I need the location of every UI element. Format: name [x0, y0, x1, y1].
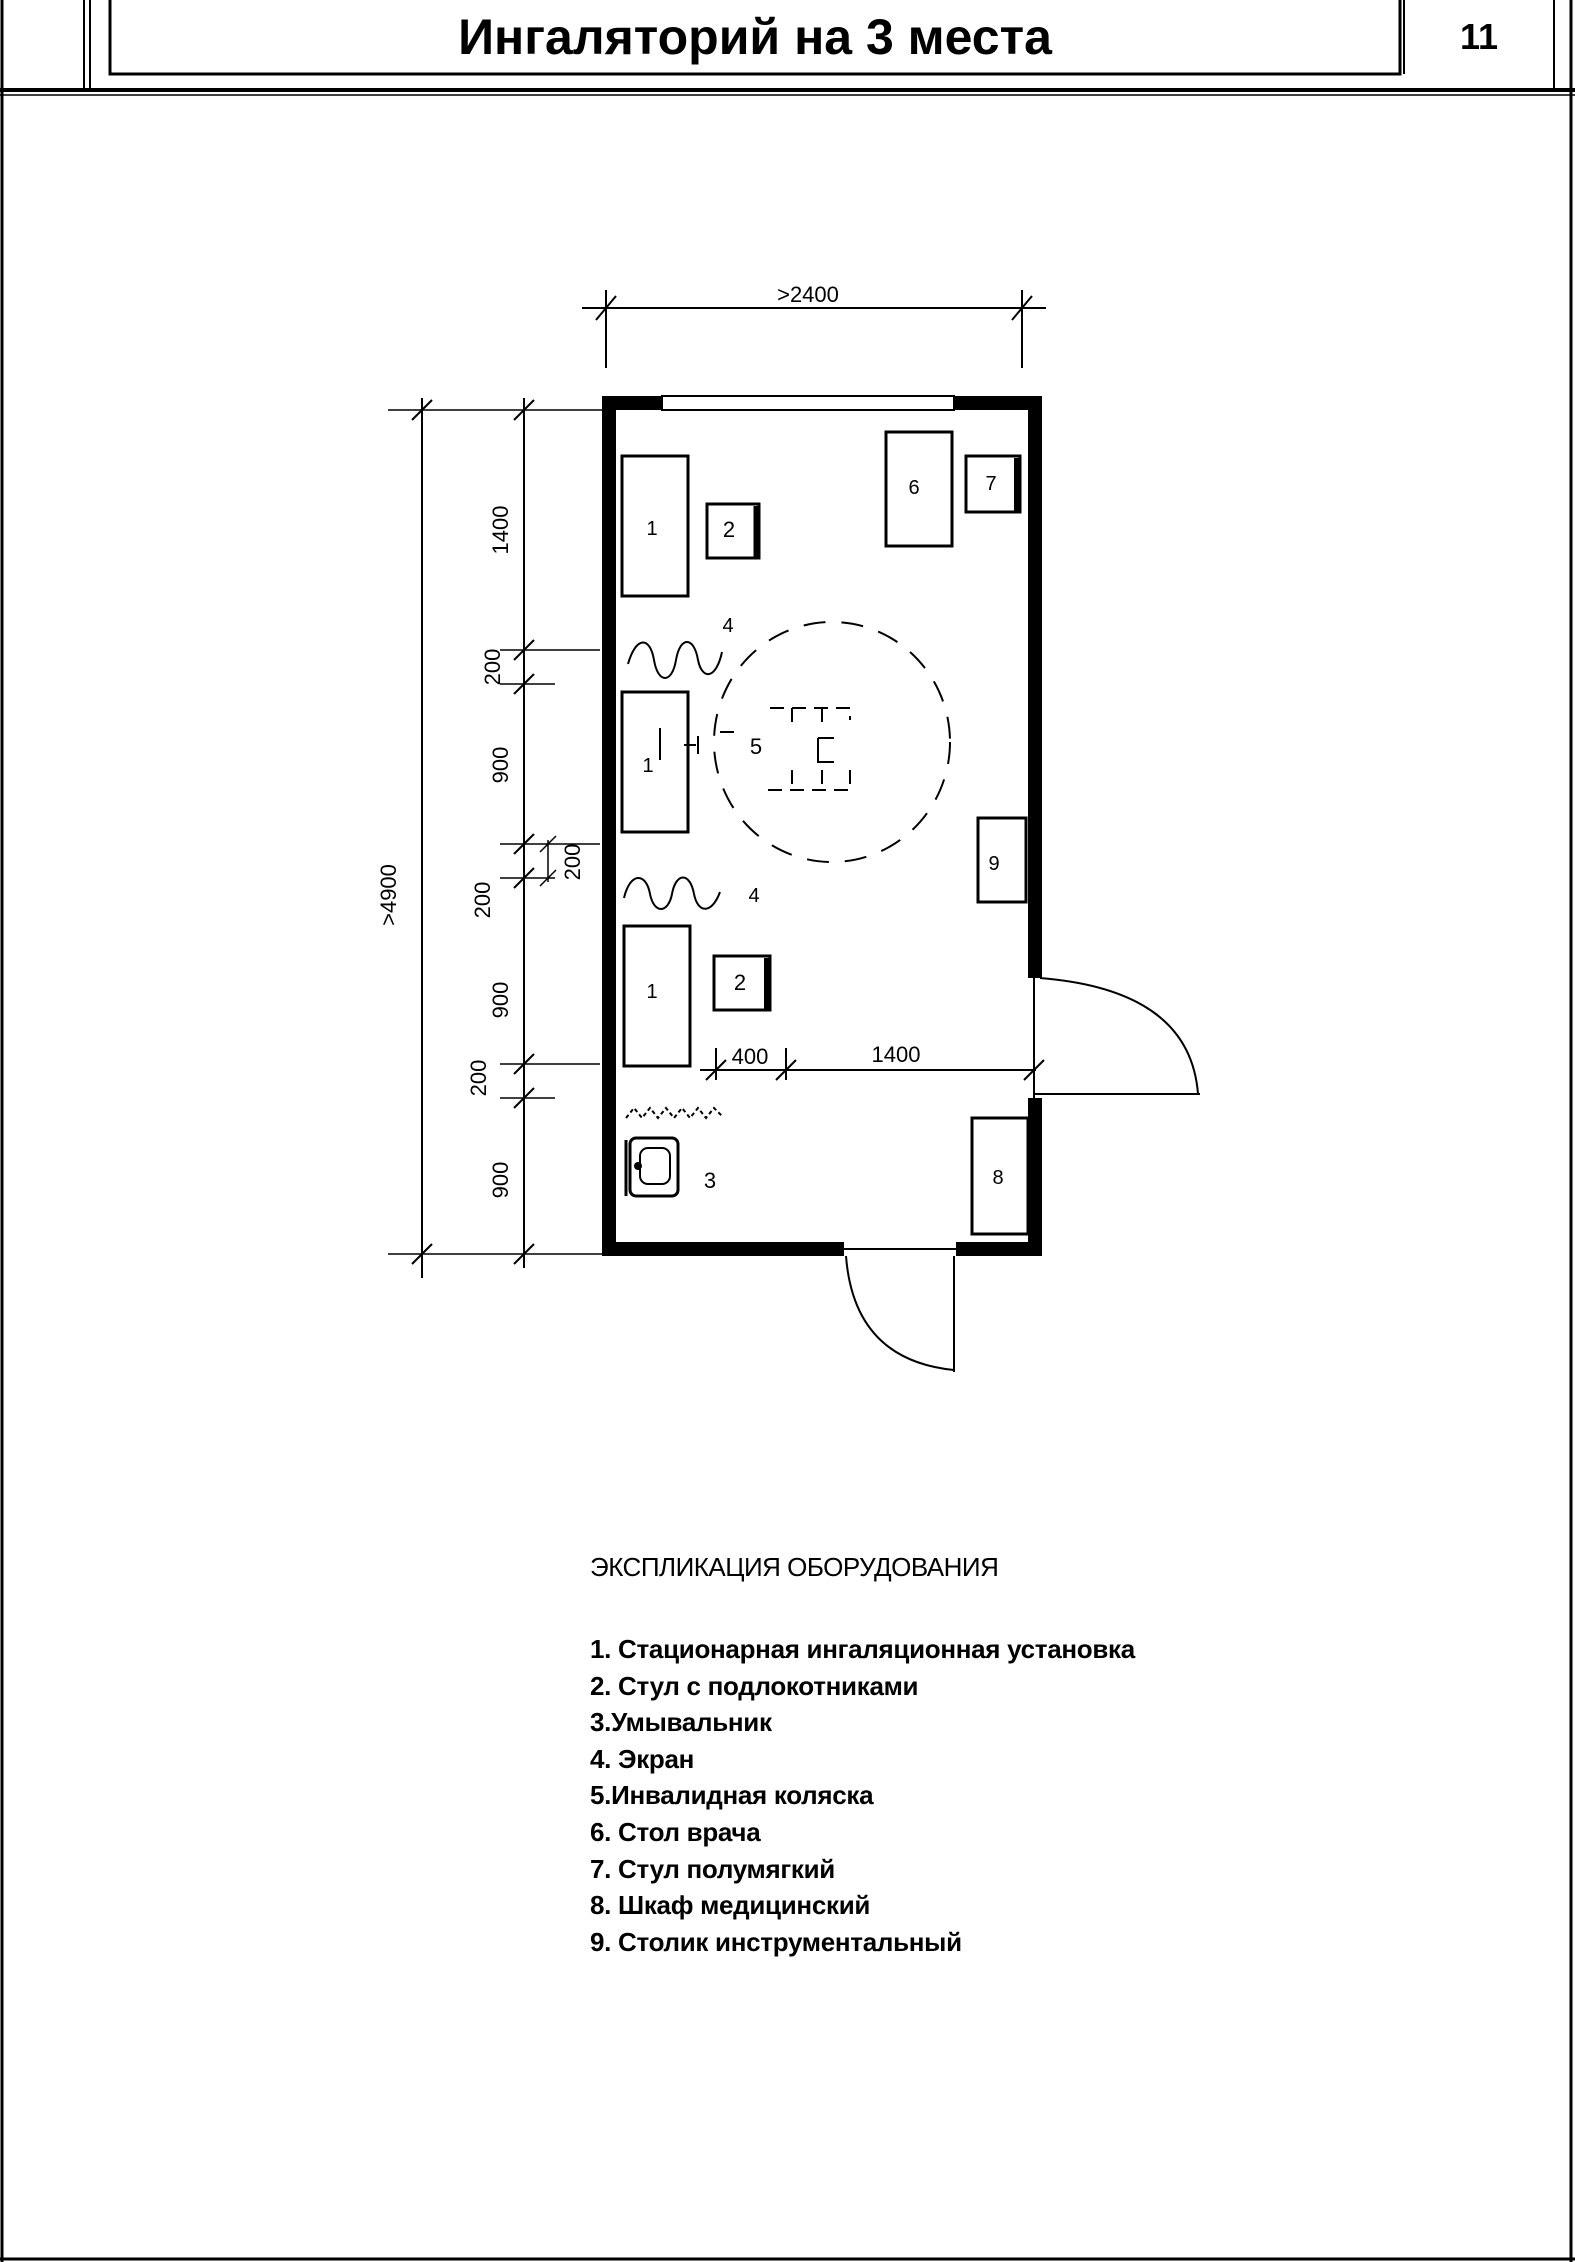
dimension-width: >2400 — [582, 282, 1046, 368]
svg-text:2: 2 — [734, 970, 746, 995]
page-title: Ингаляторий на 3 места — [458, 9, 1052, 65]
dim-900c-label: 900 — [488, 1162, 513, 1199]
inhalation-unit-1: 1 — [620, 454, 690, 598]
doctor-desk-6: 6 — [884, 430, 954, 548]
svg-text:2: 2 — [723, 517, 735, 542]
armchair-2: 2 — [705, 502, 761, 560]
screen-small — [625, 1106, 723, 1120]
inhalation-unit-2: 1 — [620, 690, 699, 834]
svg-text:1400: 1400 — [872, 1042, 921, 1067]
page-number: 11 — [1459, 16, 1499, 57]
room-walls — [602, 395, 1042, 1256]
legend-item: 3.Умывальник — [590, 1707, 772, 1738]
legend-item: 5.Инвалидная коляска — [590, 1780, 874, 1811]
svg-text:400: 400 — [732, 1044, 769, 1069]
legend-item: 7. Стул полумягкий — [590, 1853, 835, 1884]
door-right — [1033, 977, 1200, 1098]
dim-900a-label: 900 — [488, 747, 513, 784]
legend-item: 2. Стул с подлокотниками — [590, 1670, 919, 1701]
door-bottom — [844, 1248, 956, 1372]
screen-4-lower: 4 — [623, 876, 760, 910]
inhalation-unit-3: 1 — [622, 924, 692, 1068]
svg-text:7: 7 — [985, 473, 996, 495]
dimension-height: >4900 1400 200 900 200 900 200 900 200 — [376, 398, 602, 1278]
legend-item: 4. Экран — [590, 1743, 695, 1774]
legend-title: ЭКСПЛИКАЦИЯ ОБОРУДОВАНИЯ — [590, 1552, 999, 1582]
chair-7: 7 — [964, 454, 1022, 514]
screen-4-upper: 4 — [627, 615, 734, 679]
svg-text:4: 4 — [722, 615, 733, 637]
dim-width-label: >2400 — [777, 282, 839, 307]
dim-inner-200-label: 200 — [560, 844, 585, 881]
legend-item: 1. Стационарная ингаляционная установка — [590, 1634, 1135, 1664]
medical-cabinet-8: 8 — [970, 1116, 1030, 1236]
dim-200a-label: 200 — [480, 649, 505, 686]
svg-text:8: 8 — [992, 1167, 1003, 1189]
dim-200b-label: 200 — [470, 882, 495, 919]
dim-1400-label: 1400 — [488, 506, 513, 555]
legend-item: 8. Шкаф медицинский — [590, 1890, 871, 1921]
armchair-2b: 2 — [712, 954, 772, 1012]
dimension-400-1400: 400 1400 — [700, 1042, 1045, 1081]
dim-200c-label: 200 — [466, 1060, 491, 1097]
svg-text:9: 9 — [988, 853, 999, 875]
svg-text:1: 1 — [642, 755, 653, 777]
svg-text:6: 6 — [908, 477, 919, 499]
svg-text:3: 3 — [704, 1168, 716, 1193]
washbasin-3: 3 — [624, 1136, 716, 1198]
dim-900b-label: 900 — [488, 982, 513, 1019]
instrument-table-9: 9 — [976, 816, 1028, 904]
svg-text:5: 5 — [750, 734, 762, 759]
svg-text:1: 1 — [646, 518, 657, 540]
wheelchair-5: 5 — [713, 621, 951, 863]
legend-item: 6. Стол врача — [590, 1816, 761, 1847]
legend-item: 9. Столик инструментальный — [590, 1926, 962, 1957]
svg-text:4: 4 — [748, 885, 759, 907]
svg-text:1: 1 — [646, 981, 657, 1003]
dim-height-label: >4900 — [376, 864, 401, 926]
equipment-legend: ЭКСПЛИКАЦИЯ ОБОРУДОВАНИЯ 1. Стационарная… — [590, 1552, 1390, 1960]
legend-list: 1. Стационарная ингаляционная установка … — [590, 1631, 1390, 1960]
